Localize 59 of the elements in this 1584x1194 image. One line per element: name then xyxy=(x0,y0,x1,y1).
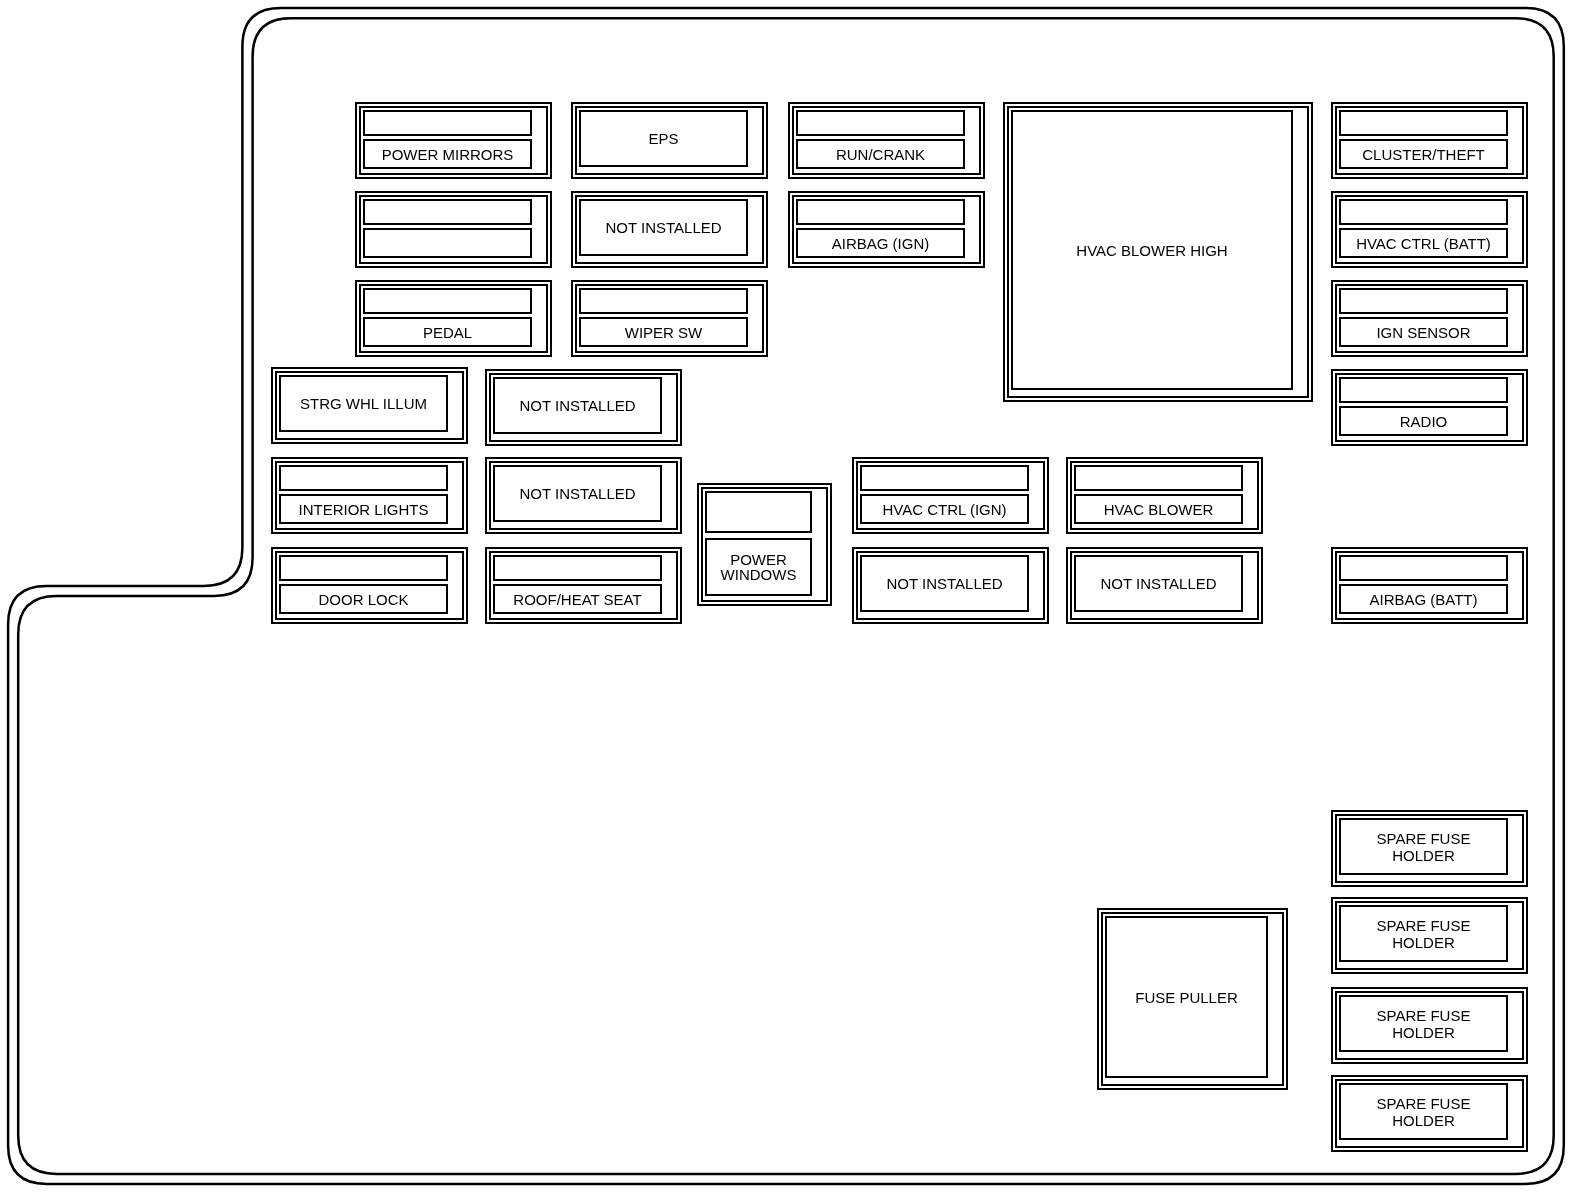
relay-slot xyxy=(1097,908,1288,1090)
fuse-label: AIRBAG (IGN) xyxy=(830,234,931,252)
relay-slot xyxy=(1003,102,1313,402)
fuse-slot xyxy=(1331,280,1528,357)
fuse-label: NOT INSTALLED xyxy=(518,397,637,414)
fuse-slot xyxy=(1066,547,1263,624)
fuse-label: SPARE FUSE HOLDER xyxy=(1375,916,1472,951)
fuse-slot xyxy=(355,280,552,357)
fuse-label: POWER WINDOWS xyxy=(719,552,798,582)
fuse-slot xyxy=(788,102,985,179)
fuse-slot xyxy=(788,191,985,268)
fuse-slot xyxy=(1331,102,1528,179)
fuse-slot xyxy=(571,280,768,357)
fuse-label: HVAC CTRL (BATT) xyxy=(1355,234,1492,252)
fuse-label: NOT INSTALLED xyxy=(885,575,1004,592)
fuse-slot xyxy=(697,483,832,606)
fuse-slot xyxy=(1331,369,1528,446)
fuse-label: DOOR LOCK xyxy=(317,590,410,608)
fuse-label: SPARE FUSE HOLDER xyxy=(1375,1006,1472,1041)
fuse-slot xyxy=(271,367,468,444)
fuse-slot xyxy=(271,547,468,624)
fuse-slot xyxy=(271,457,468,534)
fuse-label: INTERIOR LIGHTS xyxy=(297,500,430,518)
fuse-slot xyxy=(1331,810,1528,887)
fuse-slot xyxy=(1331,897,1528,974)
fuse-label: EPS xyxy=(647,130,680,147)
fuse-label: IGN SENSOR xyxy=(1375,323,1472,341)
fuse-label: NOT INSTALLED xyxy=(518,485,637,502)
fuse-slot xyxy=(1331,191,1528,268)
fuse-label: SPARE FUSE HOLDER xyxy=(1375,1094,1472,1129)
fuse-label: NOT INSTALLED xyxy=(1099,575,1218,592)
fuse-slot xyxy=(1331,987,1528,1064)
fuse-label: PEDAL xyxy=(421,323,474,341)
fuse-label: SPARE FUSE HOLDER xyxy=(1375,829,1472,864)
fuse-slot xyxy=(355,191,552,268)
fuse-label: RUN/CRANK xyxy=(834,145,927,163)
fuse-label: NOT INSTALLED xyxy=(604,219,723,236)
fuse-label: WIPER SW xyxy=(623,323,704,341)
fuse-label: CLUSTER/THEFT xyxy=(1361,145,1486,163)
fuse-slot xyxy=(852,457,1049,534)
fuse-label: HVAC BLOWER HIGH xyxy=(1075,241,1229,259)
fuse-slot xyxy=(571,102,768,179)
fuse-label: HVAC BLOWER xyxy=(1102,500,1215,518)
fuse-slot xyxy=(1331,1075,1528,1152)
fuse-slot xyxy=(485,547,682,624)
fuse-slot xyxy=(485,369,682,446)
fuse-slot xyxy=(485,457,682,534)
fuse-slot xyxy=(852,547,1049,624)
fuse-label: HVAC CTRL (IGN) xyxy=(881,500,1008,518)
fuse-slot xyxy=(355,102,552,179)
fuse-label: ROOF/HEAT SEAT xyxy=(512,590,643,608)
fuse-slot xyxy=(1066,457,1263,534)
fuse-label: RADIO xyxy=(1398,412,1449,430)
fuse-slot xyxy=(571,191,768,268)
fuse-label: FUSE PULLER xyxy=(1134,988,1239,1006)
fuse-slot xyxy=(1331,547,1528,624)
fuse-label: STRG WHL ILLUM xyxy=(299,395,428,412)
fuse-label: AIRBAG (BATT) xyxy=(1368,590,1479,608)
fuse-label: POWER MIRRORS xyxy=(380,145,515,163)
